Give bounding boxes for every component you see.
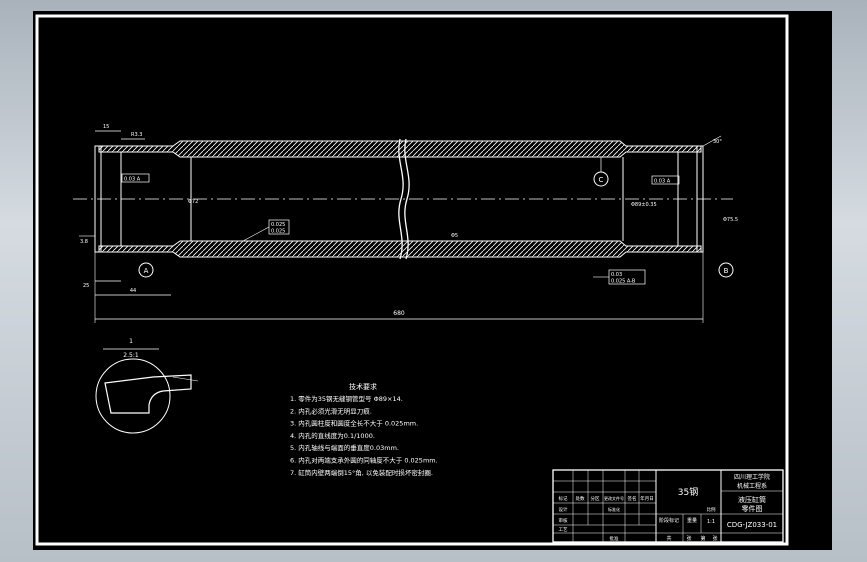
dim-bore: Φ72 xyxy=(188,199,198,205)
dim-38: 3.8 xyxy=(80,239,88,245)
tb-check: 审核 xyxy=(559,517,568,524)
detail-profile xyxy=(104,374,192,414)
tb-part-name-1: 液压缸筒 xyxy=(738,495,766,504)
note-item: 2. 内孔必须光滑无明显刀痕. xyxy=(290,406,372,415)
tb-ratio: 比例 xyxy=(707,506,716,513)
note-item: 5. 内孔轴线与端面的垂直度0.03mm. xyxy=(290,443,399,452)
datum-b-label: B xyxy=(724,267,729,275)
dim-note-mid: Φ5 xyxy=(451,233,458,239)
detail-scale: 2.5:1 xyxy=(123,352,139,359)
fcf-mid-2: 0.025 xyxy=(271,229,285,235)
note-item: 1. 零件为35钢无缝钢管型号 Φ89×14. xyxy=(290,394,403,403)
dim-15: 15 xyxy=(103,124,109,130)
note-item: 4. 内孔的直线度为0.1/1000. xyxy=(290,431,375,440)
tb-sheet-1: 共 xyxy=(666,535,671,542)
note-item: 6. 内孔对两端支承外圆的同轴度不大于 0.025mm. xyxy=(290,456,438,465)
fcf-mid-1: 0.025 xyxy=(271,222,285,228)
notes-title: 技术要求 xyxy=(349,382,377,391)
detail-label: 1 xyxy=(129,338,133,345)
tb-row-zone: 分区 xyxy=(591,495,600,502)
tube-bottom-wall xyxy=(98,240,702,258)
drawing-canvas: 680 44 25 15 R3.3 3.8 30° Φ72 Φ89±0.35 Φ… xyxy=(35,14,789,546)
detail-circle xyxy=(95,358,171,434)
datum-a xyxy=(138,262,154,278)
tb-stage: 阶段标记 xyxy=(659,517,679,524)
fcf-left xyxy=(121,173,150,183)
tb-part-name-2: 零件图 xyxy=(742,504,763,513)
note-item: 3. 内孔圆柱度和圆度全长不大于 0.025mm. xyxy=(290,419,418,428)
tb-sheet-3: 第 xyxy=(700,535,705,542)
tube-top-wall xyxy=(98,140,702,158)
fcf-mid-leader xyxy=(242,226,270,242)
tb-school-2: 机械工程系 xyxy=(737,482,767,490)
drawing-sheet: 680 44 25 15 R3.3 3.8 30° Φ72 Φ89±0.35 Φ… xyxy=(33,11,832,550)
dim-25: 25 xyxy=(83,283,89,289)
dim-44: 44 xyxy=(130,288,136,294)
fcf-right-text: 0.03 A xyxy=(654,179,671,185)
tb-scale: 1:1 xyxy=(707,519,715,525)
dim-r33: R3.3 xyxy=(131,132,142,138)
dim-overall: 680 xyxy=(393,310,405,317)
tb-row-date: 年月日 xyxy=(640,495,654,502)
tb-row-file: 更改文件号 xyxy=(604,495,624,501)
datum-b xyxy=(718,262,734,278)
tb-standard: 标准化 xyxy=(608,506,620,512)
outer-border xyxy=(35,14,789,546)
tb-drawing-no: CDG-JZ033-01 xyxy=(727,521,777,529)
datum-c-label: C xyxy=(599,176,604,184)
tb-approve: 批准 xyxy=(610,535,619,542)
detail-leader xyxy=(172,376,199,382)
tb-process: 工艺 xyxy=(559,527,568,533)
dim-angle: 30° xyxy=(713,139,722,145)
tb-row-mark: 标记 xyxy=(559,495,568,502)
note-item: 7. 缸筒内壁两端倒15°角, 以免装配时损坏密封圈. xyxy=(290,468,433,477)
fcf-right xyxy=(651,175,680,185)
dim-center: Φ89±0.35 xyxy=(631,202,657,208)
title-block xyxy=(552,469,784,543)
angle-leader xyxy=(702,135,722,147)
tb-row-count: 处数 xyxy=(576,495,585,502)
tb-row-sign: 签名 xyxy=(628,495,637,502)
fcf-bottom-1: 0.03 xyxy=(611,272,622,278)
fcf-left-text: 0.03 A xyxy=(124,177,141,183)
fcf-bottom-2: 0.025 A-B xyxy=(611,279,636,285)
break-line-2 xyxy=(404,138,410,260)
notes-list: 1. 零件为35钢无缝钢管型号 Φ89×14. 2. 内孔必须光滑无明显刀痕. 3.… xyxy=(290,394,438,477)
tb-weight: 重量 xyxy=(687,517,697,524)
datum-a-label: A xyxy=(144,267,149,275)
tb-school-1: 四川理工学院 xyxy=(734,473,770,481)
dim-outer-right: Φ75.5 xyxy=(723,217,738,223)
break-line xyxy=(398,138,404,260)
tb-design: 设计 xyxy=(559,506,568,513)
tb-sheet-4: 张 xyxy=(712,535,717,542)
tb-material: 35钢 xyxy=(678,486,698,498)
tb-sheet-2: 张 xyxy=(686,535,691,542)
